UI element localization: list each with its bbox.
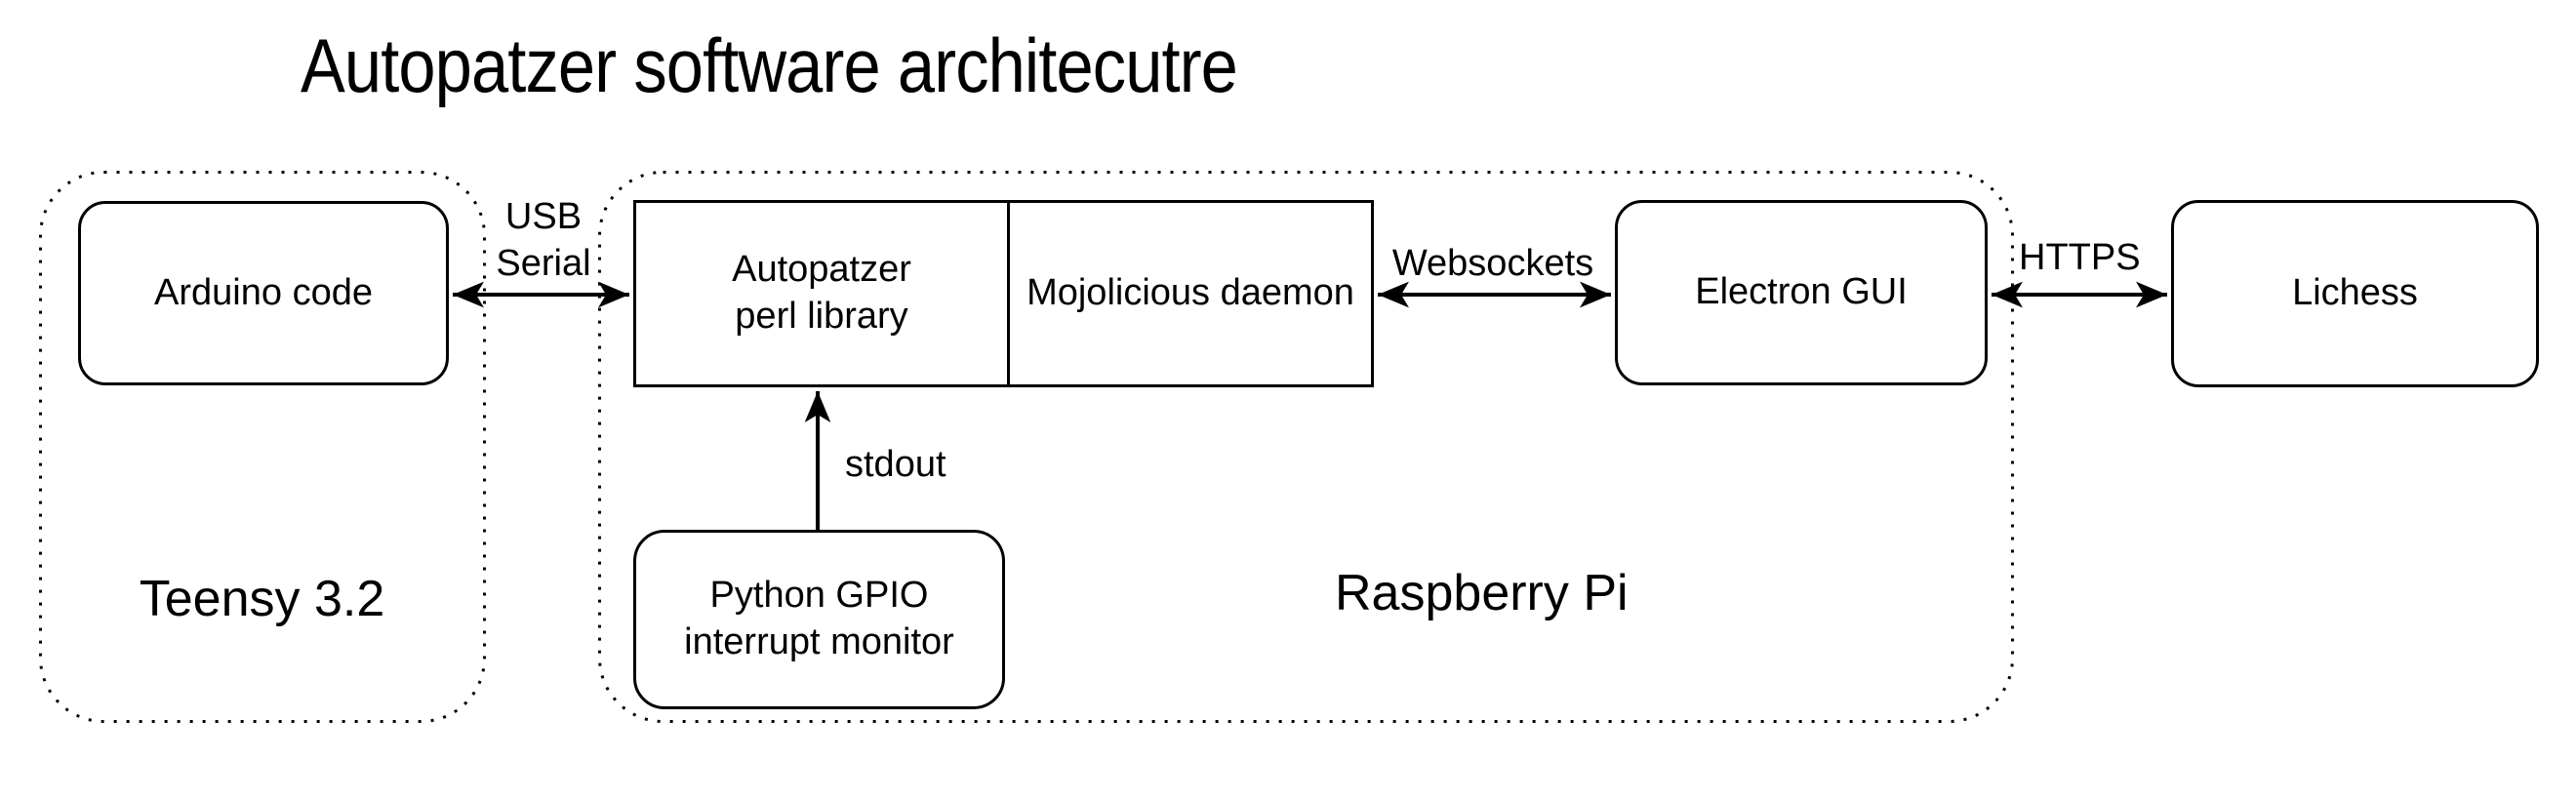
- arduino-code-node: Arduino code: [78, 201, 449, 385]
- teensy-container-label: Teensy 3.2: [139, 571, 385, 627]
- diagram-title: Autopatzer software architecutre: [301, 22, 1238, 108]
- arduino-code-label: Arduino code: [154, 271, 373, 313]
- python-gpio-monitor-label: Python GPIO interrupt monitor: [684, 575, 954, 662]
- usb-serial-link-label: USB Serial: [496, 196, 591, 285]
- https-link-label: HTTPS: [2019, 237, 2141, 278]
- perl-daemon-group-node: Autopatzer perl library Mojolicious daem…: [633, 200, 1374, 387]
- autopatzer-perl-library-node: Autopatzer perl library: [636, 203, 1007, 384]
- mojolicious-daemon-node: Mojolicious daemon: [1007, 203, 1371, 384]
- stdout-link-label: stdout: [845, 444, 946, 485]
- autopatzer-perl-library-label: Autopatzer perl library: [732, 249, 911, 337]
- websockets-link-label: Websockets: [1391, 243, 1594, 284]
- mojolicious-daemon-label: Mojolicious daemon: [1026, 272, 1354, 314]
- python-gpio-monitor-node: Python GPIO interrupt monitor: [633, 530, 1005, 709]
- raspberry-pi-container-outline: [598, 171, 2014, 723]
- electron-gui-node: Electron GUI: [1615, 200, 1988, 385]
- electron-gui-label: Electron GUI: [1695, 271, 1908, 313]
- lichess-node: Lichess: [2171, 200, 2539, 387]
- lichess-label: Lichess: [2292, 272, 2418, 314]
- raspberry-pi-container-label: Raspberry Pi: [1335, 565, 1629, 621]
